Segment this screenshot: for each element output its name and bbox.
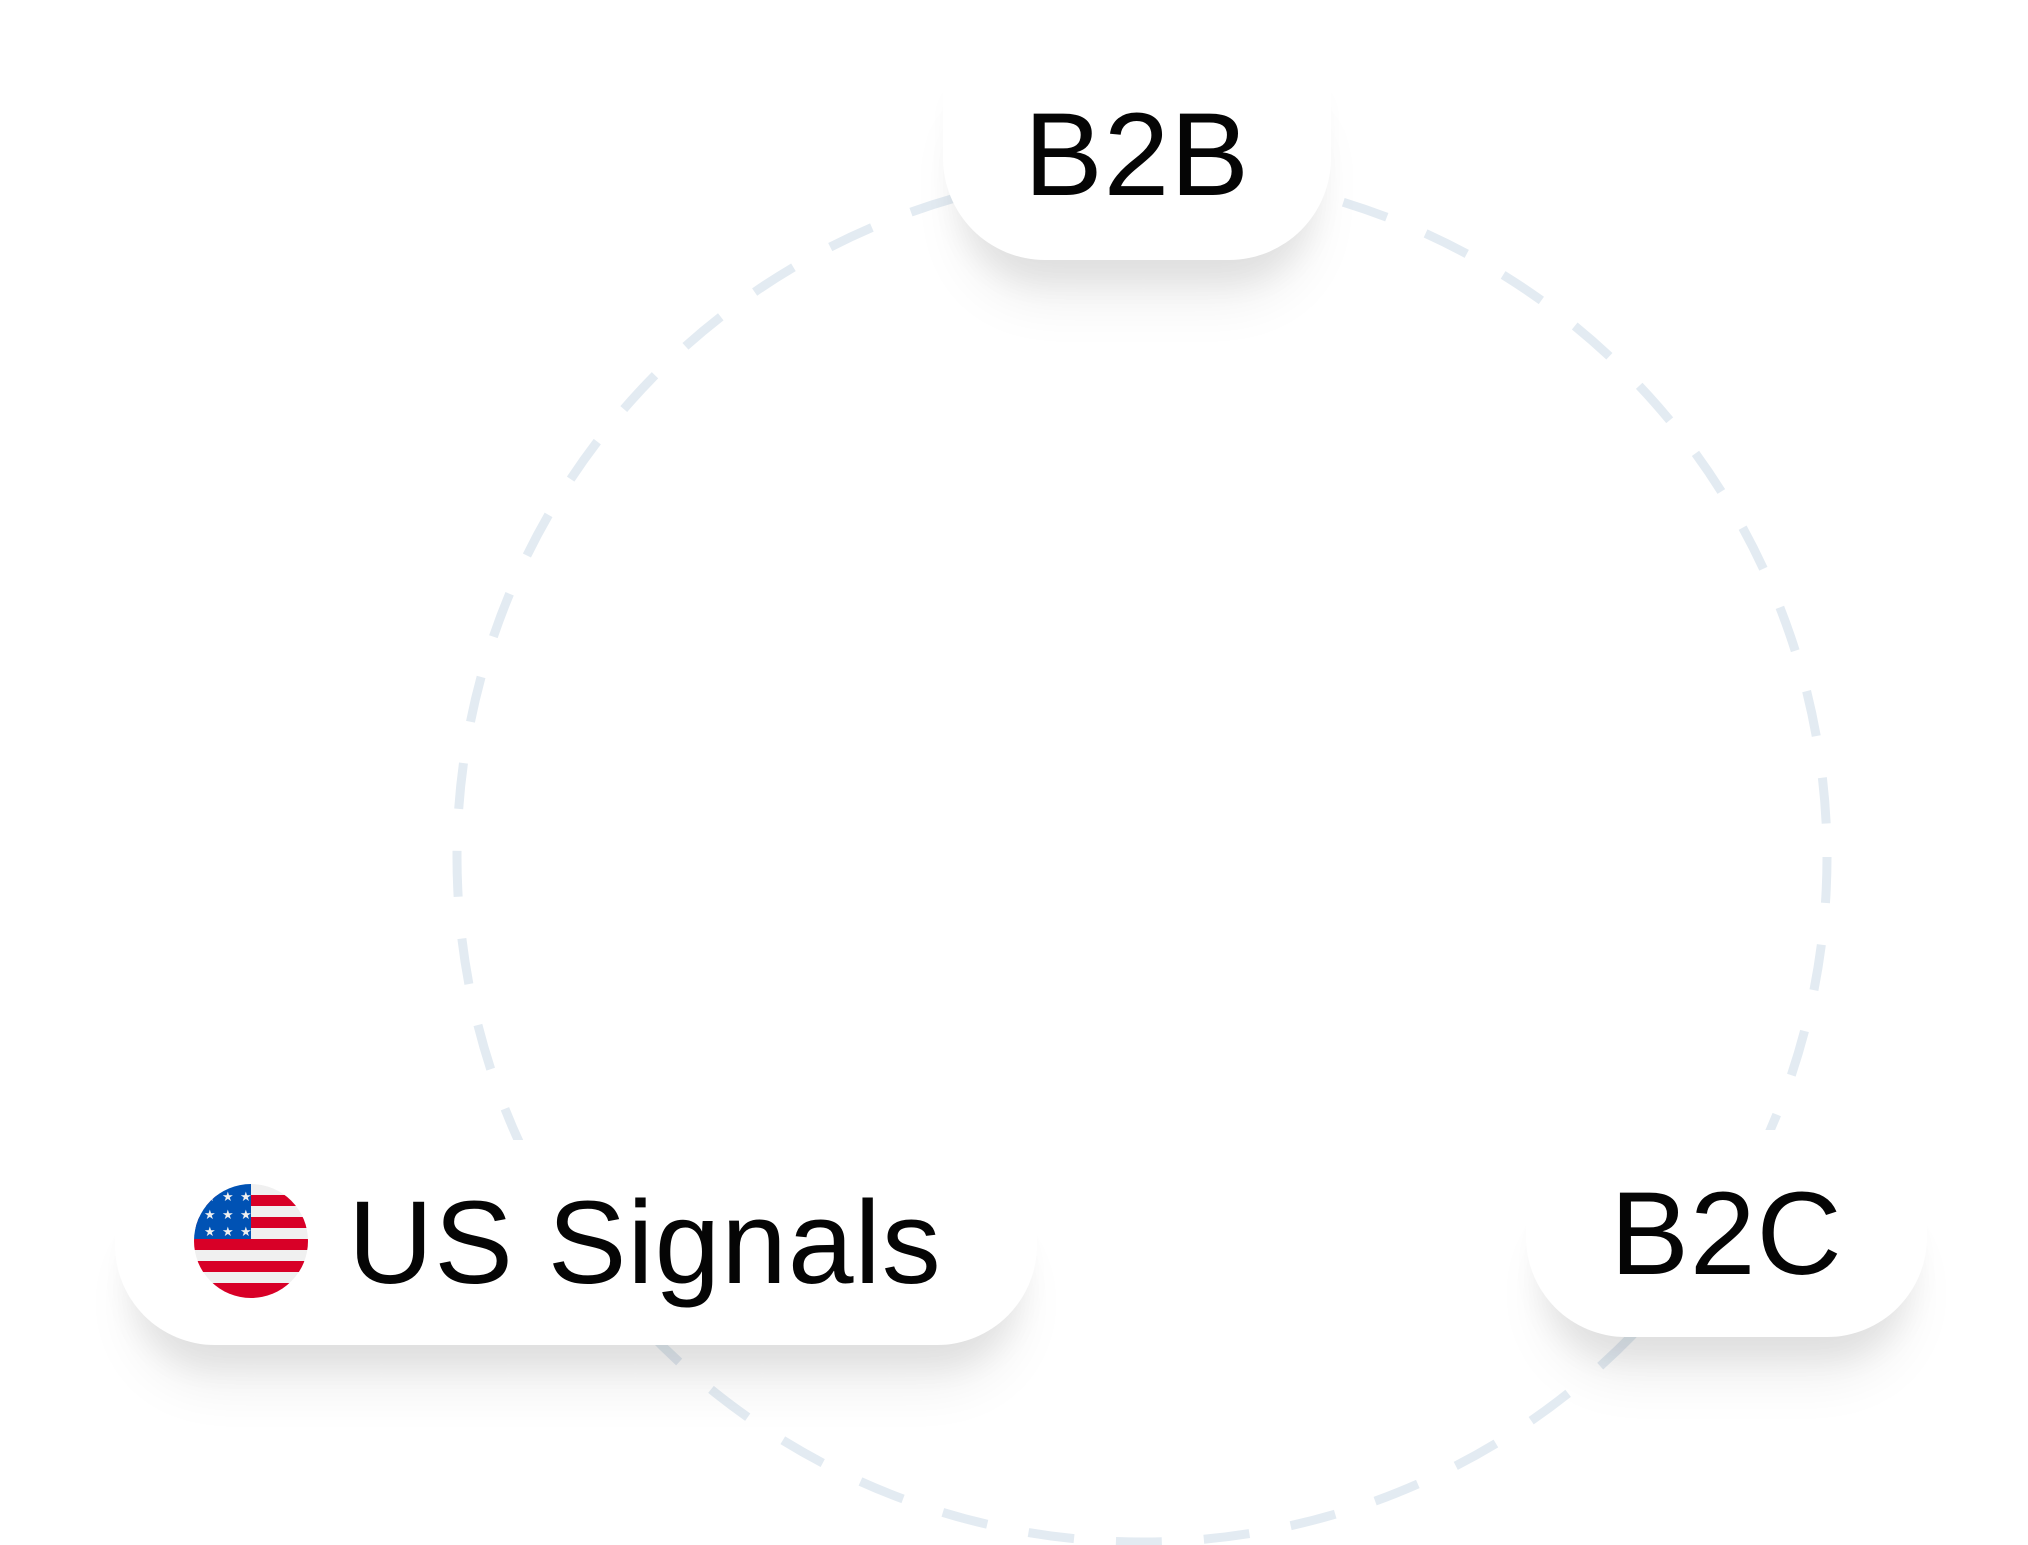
svg-text:★: ★	[204, 1225, 217, 1240]
svg-text:★: ★	[240, 1225, 253, 1240]
svg-text:★: ★	[222, 1225, 235, 1240]
node-b2c: B2C	[1526, 1130, 1927, 1337]
orbit-circle	[452, 167, 1832, 1545]
us-flag-graphic: ★ ★ ★ ★ ★ ★ ★ ★ ★	[194, 1183, 308, 1298]
svg-text:★: ★	[204, 1208, 217, 1223]
svg-text:★: ★	[240, 1208, 253, 1223]
flag-stripe	[194, 1238, 308, 1250]
flag-stars: ★ ★ ★ ★ ★ ★ ★ ★ ★	[204, 1190, 253, 1240]
svg-text:★: ★	[222, 1190, 235, 1205]
node-b2b: B2B	[943, 50, 1331, 260]
svg-text:★: ★	[240, 1190, 253, 1205]
flag-stripe	[194, 1260, 308, 1272]
svg-text:★: ★	[204, 1190, 217, 1205]
svg-text:★: ★	[222, 1208, 235, 1223]
node-b2b-label: B2B	[1023, 89, 1251, 221]
flag-stripe	[194, 1282, 308, 1298]
us-flag-icon: ★ ★ ★ ★ ★ ★ ★ ★ ★	[194, 1183, 308, 1298]
node-b2c-label: B2C	[1610, 1167, 1843, 1300]
node-us-signals-label: US Signals	[348, 1176, 942, 1309]
node-us-signals: ★ ★ ★ ★ ★ ★ ★ ★ ★ US Signals	[115, 1140, 1037, 1345]
